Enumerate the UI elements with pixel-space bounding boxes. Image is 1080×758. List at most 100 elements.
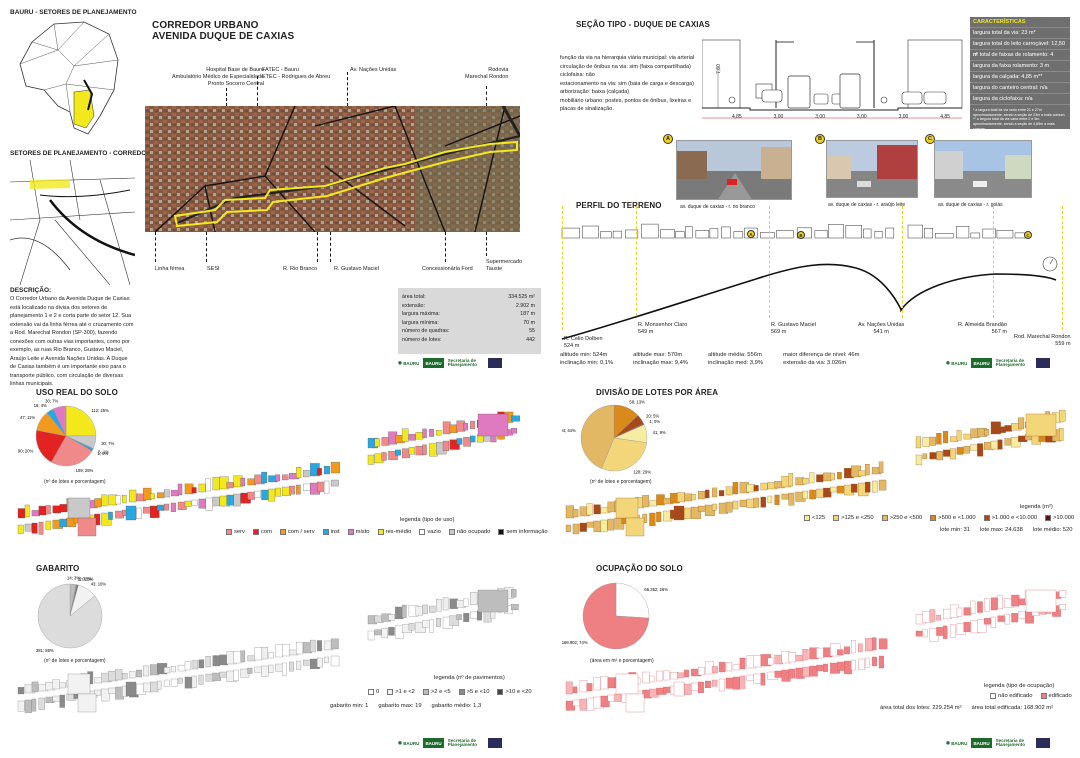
- lot: [296, 642, 303, 655]
- legend-swatch: [347, 529, 354, 535]
- characteristic-row: largura da calçada: 4,85 m**: [970, 72, 1070, 83]
- lot: [956, 447, 964, 455]
- lot: [212, 672, 221, 681]
- landmark-rio-branco: R. Rio Branco: [283, 266, 318, 272]
- lot: [449, 615, 459, 626]
- stats-value: 187 m: [520, 311, 535, 318]
- uso-pie-caption: (nº de lotes e porcentagem): [44, 479, 106, 485]
- lot: [374, 629, 382, 636]
- terrain-building: [760, 232, 775, 239]
- legend-label: >10.000: [1053, 515, 1075, 521]
- legend-swatch: [419, 529, 426, 535]
- street-photo-c: [934, 140, 1032, 198]
- lot: [572, 699, 580, 707]
- lot: [463, 613, 470, 622]
- legend-swatch: [252, 529, 259, 535]
- lot: [864, 481, 871, 493]
- lot: [718, 678, 725, 692]
- lot: [436, 598, 442, 612]
- divisao-pie: 58; 13%20; 5%1; 0%41; 9%128; 29%194; 44%: [562, 400, 666, 475]
- landmark-sesi: SESI: [207, 266, 220, 272]
- lot: [177, 664, 186, 672]
- unesp-logo: [487, 358, 502, 368]
- section-info-line: estacionamento na via: sim (baia de carg…: [560, 80, 694, 87]
- legend-swatch: [498, 529, 505, 535]
- legend-label: não edificado: [998, 693, 1033, 699]
- lot-large: [125, 505, 137, 521]
- lot: [864, 463, 870, 476]
- lot: [247, 491, 255, 500]
- lot: [1059, 409, 1066, 422]
- lot: [949, 624, 956, 638]
- lot: [254, 490, 262, 498]
- lot: [463, 422, 468, 431]
- lot: [395, 449, 401, 456]
- lot: [415, 432, 424, 440]
- lot: [760, 482, 768, 491]
- prefeitura-logo-3: ◉ BAURU: [398, 740, 420, 746]
- legend-swatch: [804, 515, 810, 521]
- lot: [122, 494, 127, 504]
- main-title-line1: CORREDOR URBANO: [152, 20, 259, 31]
- divisao-title: DIVISÃO DE LOTES POR ÁREA: [596, 388, 719, 397]
- characteristic-row: largura da ciclofaixa: n/a: [970, 94, 1070, 105]
- pie-label: 43; 10%: [91, 582, 107, 587]
- lot: [711, 487, 718, 498]
- corridor-locator-map: [10, 160, 135, 285]
- lot: [788, 652, 797, 663]
- lot-large: [615, 673, 639, 695]
- lot: [725, 501, 733, 513]
- lot: [17, 524, 24, 534]
- lot: [170, 502, 176, 512]
- section-dims: 4,85 3,00 3,00 3,00 3,00 4,85: [731, 114, 950, 120]
- lot: [198, 674, 204, 685]
- terrain-profile: [561, 223, 1058, 340]
- lot: [143, 487, 152, 501]
- secretaria-logo: Secretaria de Planejamento: [447, 357, 477, 367]
- divisao-legend-title: legenda (m²): [1020, 504, 1053, 510]
- bauru-logo-box-4: BAURU: [971, 738, 992, 748]
- lot: [732, 500, 739, 510]
- lot: [774, 494, 780, 505]
- legend-label: >125 e <250: [841, 515, 874, 521]
- lot: [449, 439, 460, 450]
- lot: [115, 495, 121, 505]
- lot: [108, 511, 113, 520]
- lot: [970, 444, 978, 451]
- lot: [388, 627, 395, 636]
- lot: [1011, 613, 1018, 623]
- lot: [816, 647, 824, 659]
- lot: [129, 671, 136, 679]
- lot: [429, 619, 434, 633]
- lot: [698, 667, 705, 676]
- legend-label: com: [260, 529, 272, 535]
- lot: [52, 695, 61, 702]
- lot: [739, 499, 748, 507]
- lot: [184, 661, 191, 671]
- lot: [177, 483, 183, 496]
- terrain-building: [814, 230, 828, 239]
- characteristic-row: largura da faixa rolamento: 3 m: [970, 61, 1070, 72]
- pie-label: 381; 86%: [36, 648, 54, 653]
- lot-large: [1025, 413, 1057, 437]
- corridor-map-title: SETORES DE PLANEJAMENTO - CORREDOR URBAN…: [10, 150, 182, 157]
- lot: [401, 448, 410, 459]
- lot: [642, 495, 649, 508]
- logos-top-right: ◉ BAURU BAURU Secretaria de Planejamento: [946, 358, 1050, 368]
- characteristic-row: nº total de faixas de rolamento: 4: [970, 50, 1070, 61]
- lot: [59, 694, 65, 708]
- lot: [936, 614, 942, 621]
- landmark-ford: Concessionária Ford: [422, 266, 473, 272]
- lot: [511, 428, 518, 434]
- lot: [463, 437, 471, 447]
- lot: [809, 489, 816, 500]
- legend-label: serv: [234, 529, 245, 535]
- lot: [254, 666, 262, 673]
- logos-bottom-left: ◉ BAURU BAURU Secretaria de Planejamento: [398, 738, 502, 748]
- lot: [922, 437, 930, 447]
- lot: [456, 614, 462, 620]
- uso-pie: 112; 25%30; 7%5; 1%1; 0%109; 25%90; 20%4…: [18, 398, 115, 473]
- lot: [422, 604, 428, 614]
